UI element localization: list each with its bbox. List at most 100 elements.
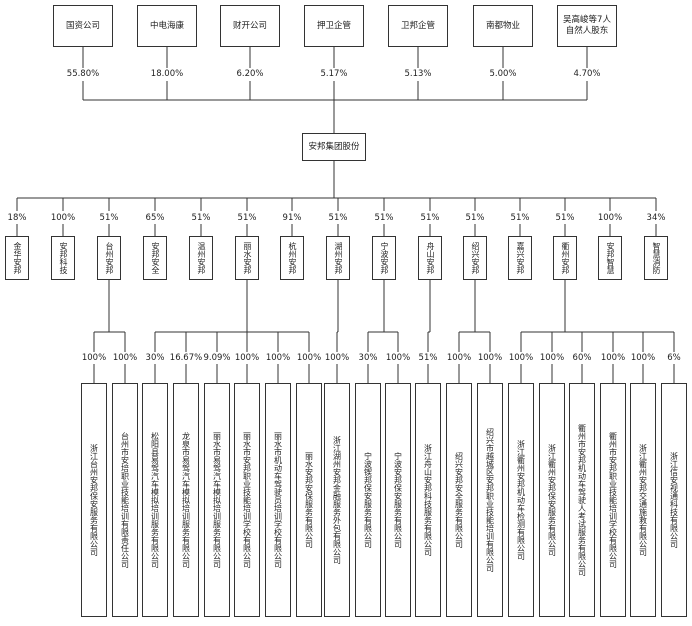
- subsidiary-box-label: 台州安邦: [105, 242, 114, 274]
- second-level-pct: 100%: [296, 353, 322, 363]
- second-level-pct: 60%: [572, 353, 592, 363]
- second-level-box-label: 浙江台州安邦保安服务有限公司: [89, 444, 99, 556]
- second-level-pct: 100%: [385, 353, 411, 363]
- second-level-box: 浙江台州安邦保安服务有限公司: [81, 383, 107, 617]
- shareholder-box: 南都物业: [473, 5, 533, 47]
- second-level-box: 龙泉市易驾汽车模拟培训服务有限公司: [173, 383, 199, 617]
- second-level-pct: 100%: [81, 353, 107, 363]
- second-level-pct: 6%: [667, 353, 681, 363]
- subsidiary-pct: 51%: [555, 213, 575, 223]
- second-level-pct: 100%: [234, 353, 260, 363]
- subsidiary-pct: 18%: [7, 213, 27, 223]
- subsidiary-box-label: 金华安邦: [13, 242, 22, 274]
- subsidiary-pct: 34%: [646, 213, 666, 223]
- second-level-box-label: 丽水市机动车驾驶员培训学校有限公司: [273, 432, 283, 568]
- subsidiary-box-label: 温州安邦: [197, 242, 206, 274]
- subsidiary-pct: 51%: [374, 213, 394, 223]
- subsidiary-box: 安邦智慧: [598, 236, 622, 280]
- subsidiary-pct: 51%: [420, 213, 440, 223]
- second-level-box: 衢州市安邦职业技能培训学校有限公司: [600, 383, 626, 617]
- second-level-box-label: 宁波安邦保安服务有限公司: [393, 452, 403, 548]
- second-level-box-label: 宁波锲邦保安服务有限公司: [363, 452, 373, 548]
- second-level-box: 浙江湖州安邦金融服务外包有限公司: [324, 383, 350, 617]
- subsidiary-box-label: 舟山安邦: [426, 242, 435, 274]
- subsidiary-pct: 51%: [510, 213, 530, 223]
- second-level-box: 丽水市安邦职业技能培训学校有限公司: [234, 383, 260, 617]
- shareholder-pct: 4.70%: [573, 69, 601, 79]
- second-level-box: 衢州市安邦机动车驾驶人考试服务有限公司: [569, 383, 595, 617]
- second-level-box-label: 浙江衢州安邦保安服务有限公司: [547, 444, 557, 556]
- second-level-box: 浙江衢州安邦交通施救有限公司: [630, 383, 656, 617]
- subsidiary-box-label: 安邦科技: [59, 242, 68, 274]
- second-level-pct: 30%: [145, 353, 165, 363]
- shareholder-pct: 18.00%: [150, 69, 184, 79]
- shareholder-pct: 6.20%: [236, 69, 264, 79]
- second-level-box: 丽水市易驾汽车模拟培训服务有限公司: [204, 383, 230, 617]
- second-level-box: 宁波锲邦保安服务有限公司: [355, 383, 381, 617]
- subsidiary-pct: 65%: [145, 213, 165, 223]
- second-level-box-label: 浙江舟山安邦科技服务有限公司: [423, 444, 433, 556]
- subsidiary-box-label: 湖州安邦: [334, 242, 343, 274]
- subsidiary-box: 衢州安邦: [553, 236, 577, 280]
- second-level-box-label: 浙江信安视通科技有限公司: [669, 452, 679, 548]
- subsidiary-box: 温州安邦: [189, 236, 213, 280]
- shareholder-pct: 5.17%: [320, 69, 348, 79]
- subsidiary-pct: 51%: [465, 213, 485, 223]
- subsidiary-pct: 91%: [282, 213, 302, 223]
- subsidiary-pct: 100%: [597, 213, 623, 223]
- shareholder-box-label: 南都物业: [485, 20, 520, 31]
- shareholder-pct: 55.80%: [66, 69, 100, 79]
- second-level-pct: 16.67%: [169, 353, 203, 363]
- second-level-pct: 9.09%: [203, 353, 231, 363]
- subsidiary-box-label: 杭州安邦: [288, 242, 297, 274]
- second-level-pct: 100%: [539, 353, 565, 363]
- second-level-pct: 100%: [324, 353, 350, 363]
- second-level-pct: 51%: [418, 353, 438, 363]
- second-level-box-label: 丽水市安邦职业技能培训学校有限公司: [242, 432, 252, 568]
- shareholder-box: 吴高峻等7人 自然人股东: [557, 5, 617, 47]
- second-level-box-label: 丽水安邦安保服务有限公司: [304, 452, 314, 548]
- second-level-box: 浙江衢州安邦机动车检测有限公司: [508, 383, 534, 617]
- subsidiary-box: 杭州安邦: [280, 236, 304, 280]
- subsidiary-box: 安邦安全: [143, 236, 167, 280]
- second-level-box-label: 松阳县易驾汽车模拟培训服务有限公司: [150, 432, 160, 568]
- subsidiary-pct: 51%: [328, 213, 348, 223]
- subsidiary-box: 丽水安邦: [235, 236, 259, 280]
- subsidiary-box-label: 宁波安邦: [380, 242, 389, 274]
- shareholder-box-label: 押卫企管: [316, 20, 351, 31]
- second-level-box: 丽水安邦安保服务有限公司: [296, 383, 322, 617]
- second-level-pct: 100%: [446, 353, 472, 363]
- subsidiary-box: 嘉兴安邦: [508, 236, 532, 280]
- second-level-box-label: 浙江衢州安邦交通施救有限公司: [638, 444, 648, 556]
- shareholder-box-label: 卫邦企管: [400, 20, 435, 31]
- subsidiary-box-label: 智慧消防: [652, 242, 661, 274]
- subsidiary-box: 台州安邦: [97, 236, 121, 280]
- shareholder-pct: 5.00%: [489, 69, 517, 79]
- subsidiary-box: 安邦科技: [51, 236, 75, 280]
- second-level-pct: 100%: [265, 353, 291, 363]
- second-level-box-label: 衢州市安邦职业技能培训学校有限公司: [608, 432, 618, 568]
- second-level-box-label: 绍兴市越城区安邦职业技能培训有限公司: [485, 428, 495, 572]
- parent-company-box-label: 安邦集团股份: [308, 141, 360, 152]
- shareholder-box: 卫邦企管: [388, 5, 448, 47]
- second-level-box-label: 绍兴安邦安全服务有限公司: [454, 452, 464, 548]
- second-level-box-label: 台州市安培职业技能培训有限责任公司: [120, 432, 130, 568]
- second-level-pct: 100%: [630, 353, 656, 363]
- subsidiary-pct: 51%: [237, 213, 257, 223]
- shareholder-pct: 5.13%: [404, 69, 432, 79]
- shareholder-box-label: 吴高峻等7人 自然人股东: [563, 15, 611, 36]
- second-level-box: 宁波安邦保安服务有限公司: [385, 383, 411, 617]
- shareholder-box-label: 中电海康: [149, 20, 184, 31]
- subsidiary-box: 宁波安邦: [372, 236, 396, 280]
- second-level-box: 松阳县易驾汽车模拟培训服务有限公司: [142, 383, 168, 617]
- second-level-box-label: 浙江湖州安邦金融服务外包有限公司: [332, 436, 342, 564]
- shareholder-box: 中电海康: [137, 5, 197, 47]
- second-level-box: 浙江信安视通科技有限公司: [661, 383, 687, 617]
- shareholder-box: 财开公司: [220, 5, 280, 47]
- second-level-pct: 30%: [358, 353, 378, 363]
- subsidiary-pct: 51%: [99, 213, 119, 223]
- subsidiary-box: 金华安邦: [5, 236, 29, 280]
- subsidiary-box: 绍兴安邦: [463, 236, 487, 280]
